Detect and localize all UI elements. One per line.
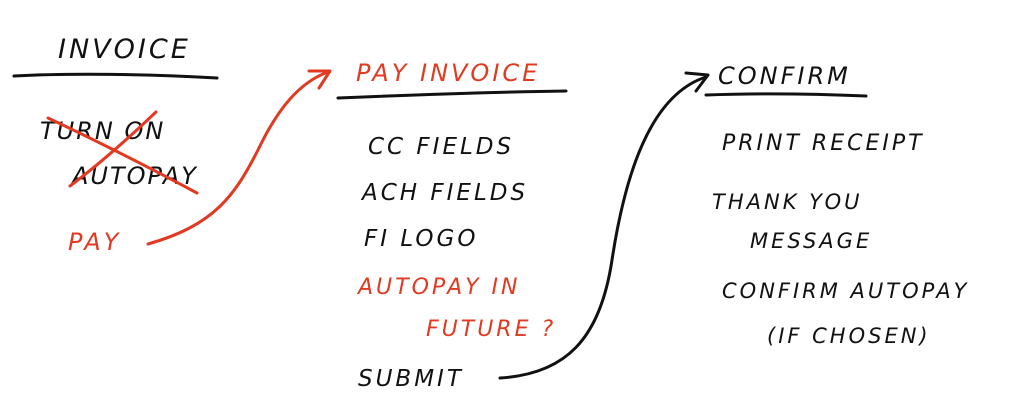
confirm-title-underline [704,92,868,98]
pay-invoice-title-underline [336,89,568,100]
invoice-crossed-text-line2: AUTOPAY [70,162,198,190]
confirm-autopay-line2: (IF CHOSEN) [767,324,931,348]
confirm-title: CONFIRM [718,62,851,90]
thank-you-message-line1: THANK YOU [712,190,863,214]
invoice-column: INVOICE TURN ON AUTOPAY PAY [12,34,219,256]
arrow-pay-head [307,69,332,90]
arrow-pay-path [146,70,330,246]
thank-you-message-line2: MESSAGE [750,229,872,253]
ach-fields-item: ACH FIELDS [360,180,528,206]
confirm-column: CONFIRM PRINT RECEIPT THANK YOU MESSAGE … [704,62,969,348]
pay-invoice-column: PAY INVOICE CC FIELDS ACH FIELDS FI LOGO… [336,59,568,392]
print-receipt-item: PRINT RECEIPT [722,131,925,156]
cc-fields-item: CC FIELDS [368,134,514,160]
pay-invoice-title: PAY INVOICE [356,59,540,87]
arrow-submit-path [498,75,708,380]
arrow-pay-to-pay-invoice [146,69,332,246]
cross-out-stroke-b [68,110,158,188]
cross-out-stroke-a [46,116,199,195]
invoice-crossed-text-line1: TURN ON [40,117,165,145]
invoice-title-underline [12,72,219,80]
confirm-autopay-line1: CONFIRM AUTOPAY [722,279,969,303]
arrow-submit-head [684,71,710,93]
invoice-title: INVOICE [58,34,191,65]
autopay-future-item-line2: FUTURE ? [426,317,556,342]
invoice-pay-action: PAY [68,228,121,256]
submit-action: SUBMIT [358,366,464,392]
arrow-submit-to-confirm [498,71,710,380]
fi-logo-item: FI LOGO [364,226,478,252]
autopay-future-item-line1: AUTOPAY IN [356,275,521,300]
